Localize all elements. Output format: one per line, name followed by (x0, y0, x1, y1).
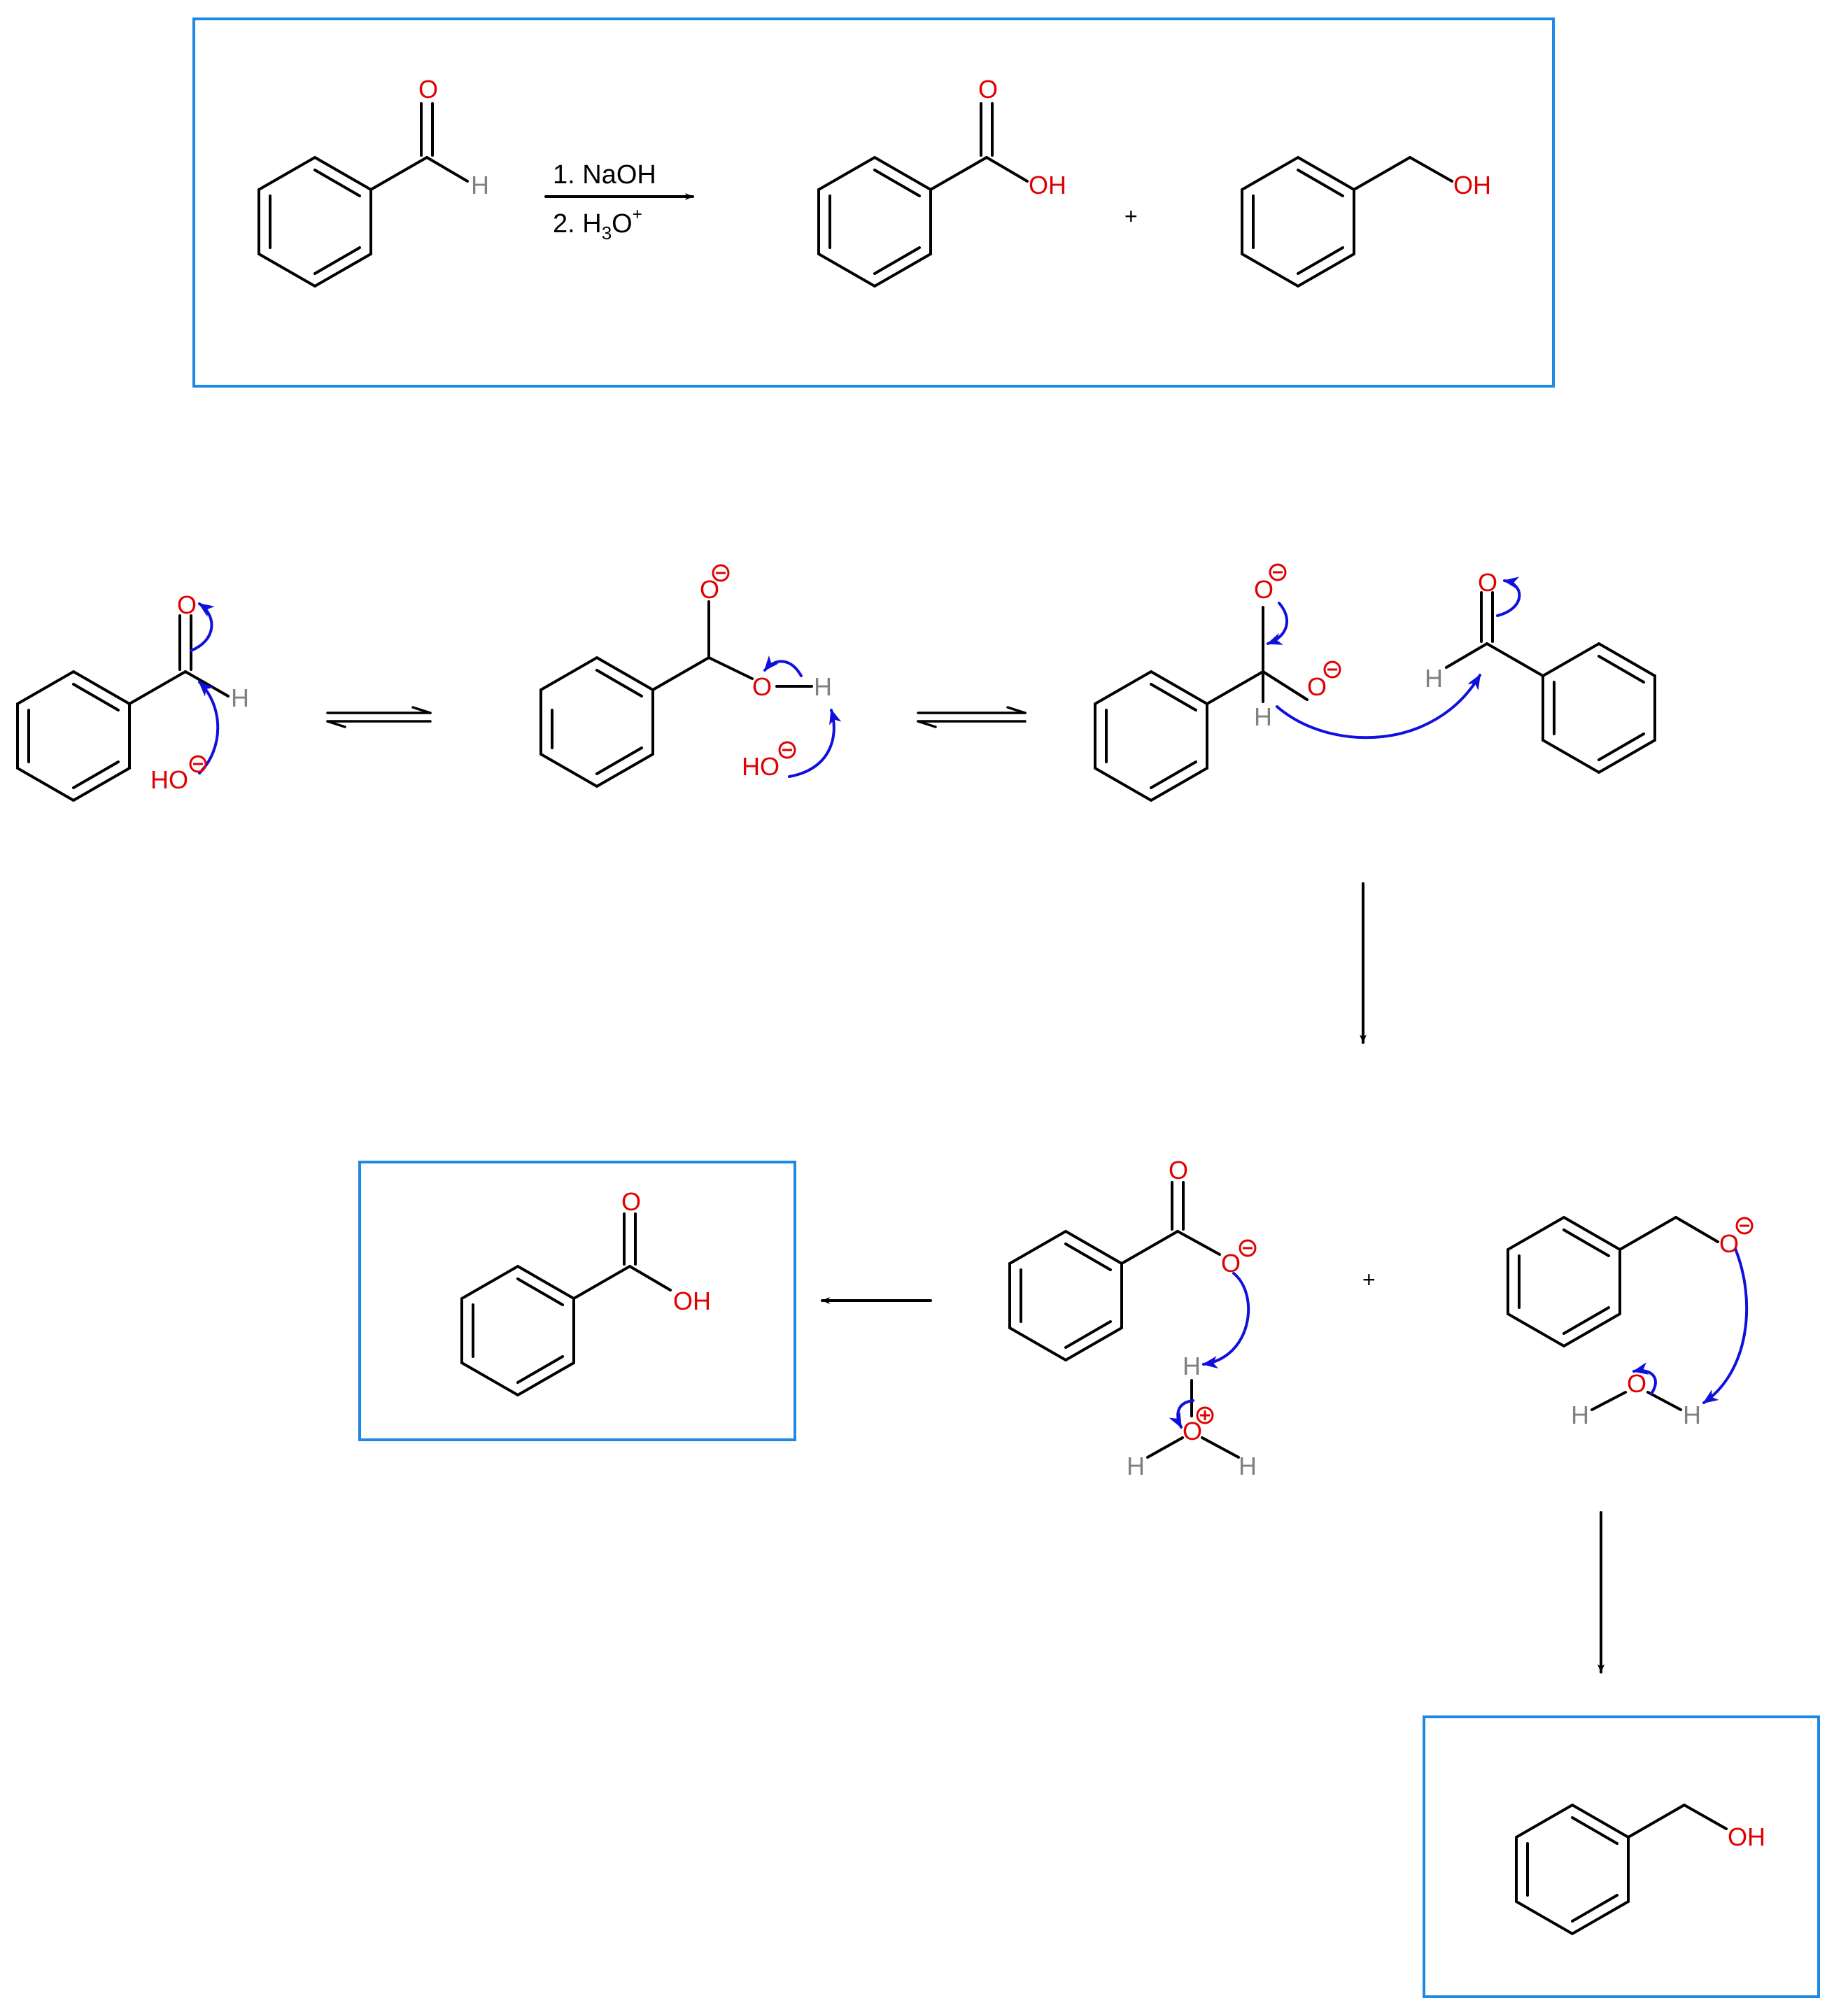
atom-oxygen-label: O (621, 1187, 641, 1216)
charge-minus-icon (778, 741, 796, 759)
charge-minus-icon (189, 755, 207, 773)
boxed-benzoic-acid (460, 1212, 672, 1397)
water-molecule (1590, 1391, 1682, 1411)
atom-oxygen-label: O (418, 75, 438, 104)
arrow-push-benzoate-protonation (1202, 1272, 1250, 1369)
equilibrium-arrow-2 (917, 706, 1027, 728)
atom-hydrogen-label: H (1239, 1452, 1257, 1480)
atom-oxygen-label: O (1307, 672, 1327, 701)
atom-hydrogen-label: H (471, 171, 489, 199)
overall-plus-sign: + (1124, 204, 1138, 229)
reagent-step-2: 2. H3O+ (553, 205, 642, 243)
atom-oxygen-label: O (1221, 1249, 1241, 1277)
benzyl-alcohol-product (1241, 155, 1453, 288)
atom-oxygen-label: O (1478, 568, 1497, 597)
atom-oxygen-label: O (1183, 1417, 1202, 1445)
arrow-push-water-bond (1632, 1362, 1657, 1395)
charge-minus-icon (712, 564, 730, 582)
atom-hydrogen-label: H (1683, 1401, 1701, 1429)
dianion-intermediate (1094, 606, 1309, 802)
benzyl-alcohol-product-box (1423, 1715, 1820, 1998)
arrow-push-o-to-c (1267, 602, 1289, 645)
hydroxyl-label: OH (1728, 1822, 1765, 1851)
benzaldehyde-reactant (258, 102, 469, 288)
hydroxide-label: HO (742, 752, 780, 781)
atom-oxygen-label: O (1169, 1156, 1188, 1184)
arrow-push-alkoxide-protonation (1702, 1247, 1749, 1404)
arrow-push-co-second (1496, 576, 1521, 617)
benzyl-alkoxide (1507, 1215, 1719, 1348)
boxed-benzyl-alcohol (1515, 1803, 1728, 1936)
atom-hydrogen-label: H (1254, 702, 1272, 731)
atom-oxygen-label: O (1627, 1369, 1646, 1398)
atom-hydrogen-label: H (1571, 1401, 1589, 1429)
hydroxyl-label: OH (673, 1287, 711, 1315)
benzoic-acid-product-box (358, 1161, 796, 1441)
hydroxide-label: HO (150, 765, 188, 794)
atom-hydrogen-label: H (1127, 1452, 1145, 1480)
atom-hydrogen-label: H (231, 684, 249, 712)
atom-hydrogen-label: H (1183, 1352, 1201, 1380)
hydroxyl-label: OH (1029, 171, 1066, 199)
overall-reaction-box (192, 17, 1555, 388)
arrow-push-hydroxide-deprotonation (788, 709, 842, 778)
atom-oxygen-label: O (1719, 1229, 1739, 1258)
charge-plus-icon (1196, 1406, 1214, 1424)
arrow-push-co-to-o (190, 602, 215, 652)
benzoic-acid-product (817, 102, 1029, 288)
arrow-push-hydronium-bond (1169, 1399, 1194, 1429)
hydroxyl-label: OH (1453, 171, 1491, 199)
charge-minus-icon (1735, 1217, 1754, 1235)
arrow-push-hydroxide-attack (198, 681, 220, 774)
charge-minus-icon (1269, 563, 1287, 581)
arrow-push-hydride-transfer (1276, 674, 1481, 739)
benzoate-anion (1008, 1181, 1221, 1362)
equilibrium-arrow-1 (326, 706, 432, 728)
atom-oxygen-label: O (752, 672, 772, 701)
tetrahedral-intermediate (539, 600, 813, 788)
atom-oxygen-label: O (1254, 575, 1274, 604)
second-benzaldehyde (1445, 591, 1656, 774)
atom-oxygen-label: O (700, 575, 719, 604)
charge-minus-icon (1239, 1239, 1257, 1257)
reagent-step-1: 1. NaOH (553, 160, 656, 190)
mechanism-benzaldehyde (16, 614, 230, 802)
mechanism-plus-sign: + (1362, 1267, 1376, 1292)
arrow-push-oh-bond (763, 655, 803, 677)
charge-minus-icon (1323, 660, 1341, 679)
atom-oxygen-label: O (978, 75, 998, 104)
atom-oxygen-label: O (177, 590, 197, 619)
atom-hydrogen-label: H (814, 672, 832, 701)
atom-hydrogen-label: H (1425, 664, 1443, 693)
hydronium-ion (1146, 1379, 1240, 1459)
